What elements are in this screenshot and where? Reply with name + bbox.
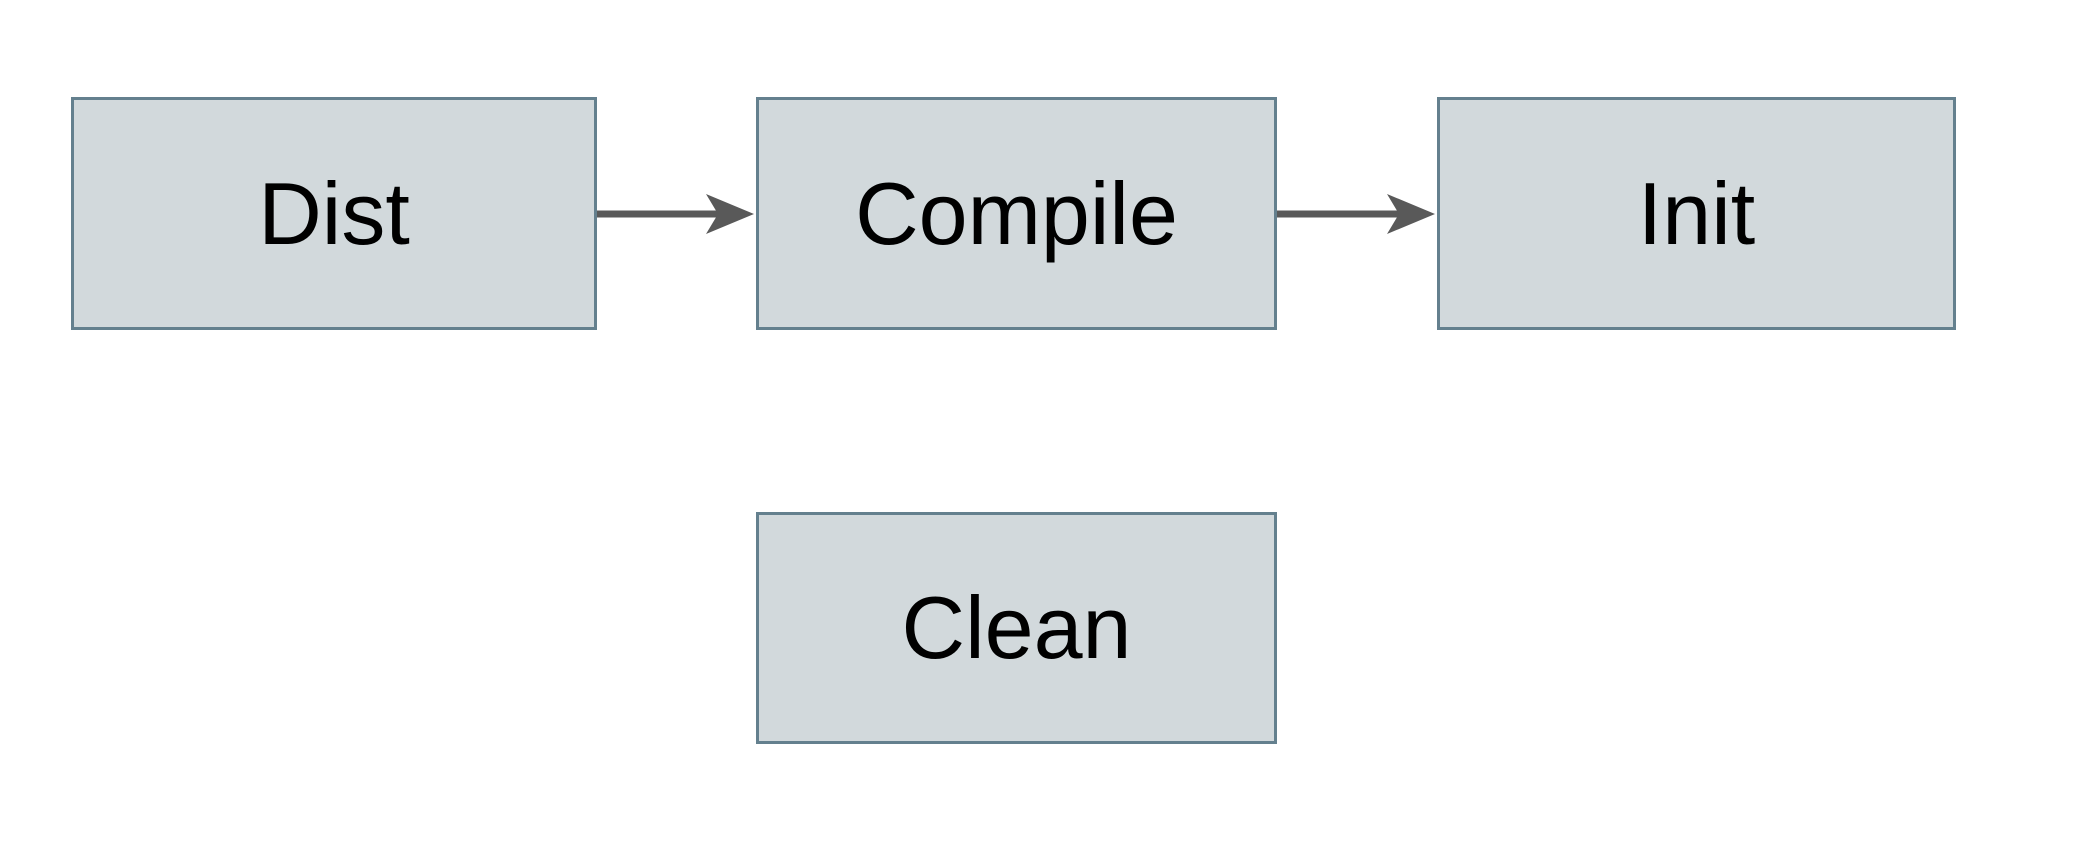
node-compile-label: Compile [855, 163, 1178, 263]
connector-dist-compile [597, 194, 754, 234]
node-dist-label: Dist [258, 163, 410, 263]
node-compile[interactable]: Compile [756, 97, 1277, 330]
node-clean[interactable]: Clean [756, 512, 1277, 744]
node-init-label: Init [1637, 163, 1756, 263]
node-dist[interactable]: Dist [71, 97, 597, 330]
node-init[interactable]: Init [1437, 97, 1956, 330]
connector-compile-init [1277, 194, 1435, 234]
node-clean-label: Clean [901, 578, 1132, 677]
